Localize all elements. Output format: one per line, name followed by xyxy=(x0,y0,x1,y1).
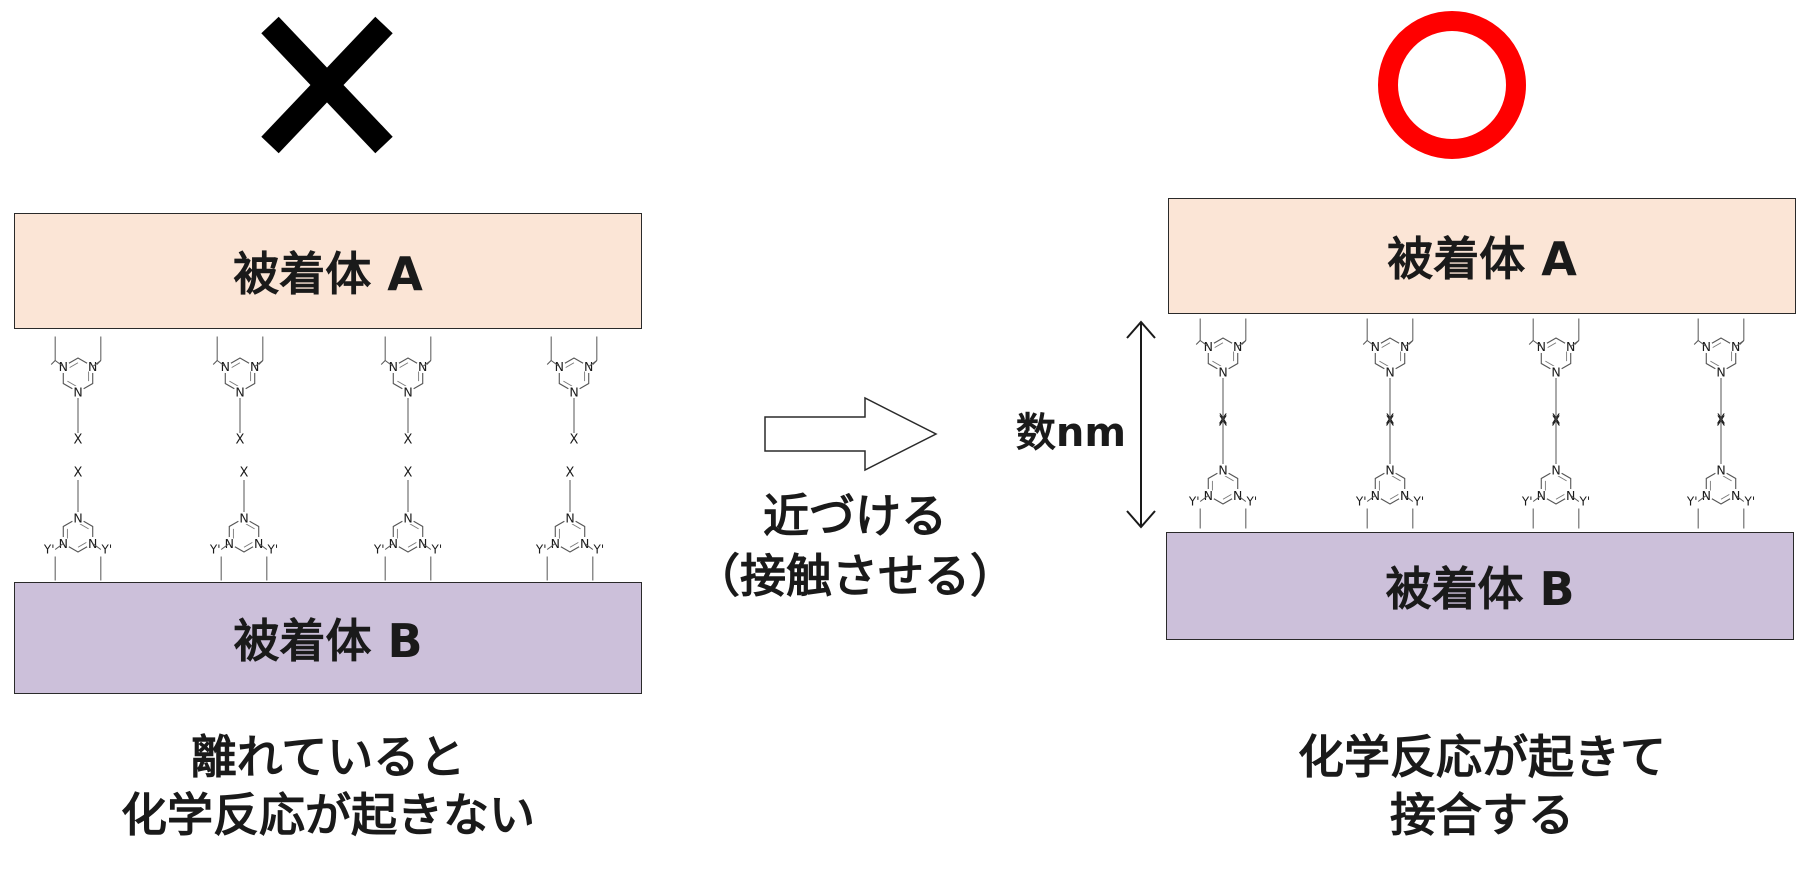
svg-text:Y': Y' xyxy=(266,543,278,557)
svg-text:X: X xyxy=(566,466,575,481)
left-adherend-a-plate: 被着体 A xyxy=(14,213,642,329)
svg-text:X: X xyxy=(240,466,249,481)
svg-text:N: N xyxy=(1716,365,1725,380)
svg-text:Y': Y' xyxy=(1578,495,1590,509)
right-adherend-b-label: 被着体 B xyxy=(1385,562,1575,616)
svg-text:X: X xyxy=(74,433,83,448)
svg-text:X: X xyxy=(570,433,579,448)
gap-label-text: 数nm xyxy=(1015,410,1126,456)
approach-arrow-icon xyxy=(764,396,938,472)
svg-text:N: N xyxy=(565,511,574,526)
cross-mark-icon xyxy=(261,16,393,154)
svg-text:Y': Y' xyxy=(430,543,442,557)
action-line1: 近づける xyxy=(763,489,947,543)
left-adherend-b-plate: 被着体 B xyxy=(14,582,642,694)
svg-text:N: N xyxy=(1716,463,1725,478)
svg-text:N: N xyxy=(235,385,244,400)
svg-text:N: N xyxy=(1218,463,1227,478)
svg-text:Y': Y' xyxy=(1188,495,1200,509)
svg-text:N: N xyxy=(1385,463,1394,478)
svg-text:X: X xyxy=(404,433,413,448)
left-caption: 離れていると 化学反応が起きない xyxy=(14,728,642,844)
left-caption-line2: 化学反応が起きない xyxy=(121,788,535,842)
svg-text:Y': Y' xyxy=(535,543,547,557)
svg-text:N: N xyxy=(73,385,82,400)
svg-text:N: N xyxy=(1218,365,1227,380)
svg-text:Y': Y' xyxy=(1743,495,1755,509)
svg-text:N: N xyxy=(239,511,248,526)
svg-text:X: X xyxy=(236,433,245,448)
svg-text:N: N xyxy=(569,385,578,400)
svg-text:Y': Y' xyxy=(373,543,385,557)
circle-mark-icon xyxy=(1378,11,1526,159)
left-adherend-b-label: 被着体 B xyxy=(233,614,423,668)
svg-text:Y': Y' xyxy=(209,543,221,557)
right-adherend-b-plate: 被着体 B xyxy=(1166,532,1794,640)
left-adherend-a-label: 被着体 A xyxy=(233,247,423,301)
action-line2: （接触させる） xyxy=(694,549,1016,603)
svg-text:Y': Y' xyxy=(1355,495,1367,509)
right-caption-line1: 化学反応が起きて xyxy=(1298,730,1666,784)
svg-text:Y': Y' xyxy=(592,543,604,557)
gap-dimension-arrow-icon xyxy=(1126,320,1156,529)
svg-text:N: N xyxy=(1385,365,1394,380)
svg-text:N: N xyxy=(73,511,82,526)
svg-text:N: N xyxy=(403,385,412,400)
svg-text:Y': Y' xyxy=(1521,495,1533,509)
svg-text:N: N xyxy=(1551,365,1560,380)
svg-text:Y': Y' xyxy=(1686,495,1698,509)
right-adherend-a-label: 被着体 A xyxy=(1387,232,1577,286)
svg-text:Y': Y' xyxy=(1245,495,1257,509)
svg-text:X: X xyxy=(404,466,413,481)
right-adherend-a-plate: 被着体 A xyxy=(1168,198,1796,314)
left-caption-line1: 離れていると xyxy=(190,730,466,784)
svg-text:Y': Y' xyxy=(1412,495,1424,509)
svg-text:Y': Y' xyxy=(43,543,55,557)
svg-text:Y': Y' xyxy=(100,543,112,557)
action-caption: 近づける （接触させる） xyxy=(690,486,1020,606)
svg-text:N: N xyxy=(403,511,412,526)
right-caption-line2: 接合する xyxy=(1390,788,1574,842)
svg-text:N: N xyxy=(1551,463,1560,478)
gap-label: 数nm xyxy=(1000,408,1126,458)
svg-text:X: X xyxy=(74,466,83,481)
right-caption: 化学反応が起きて 接合する xyxy=(1168,728,1796,844)
